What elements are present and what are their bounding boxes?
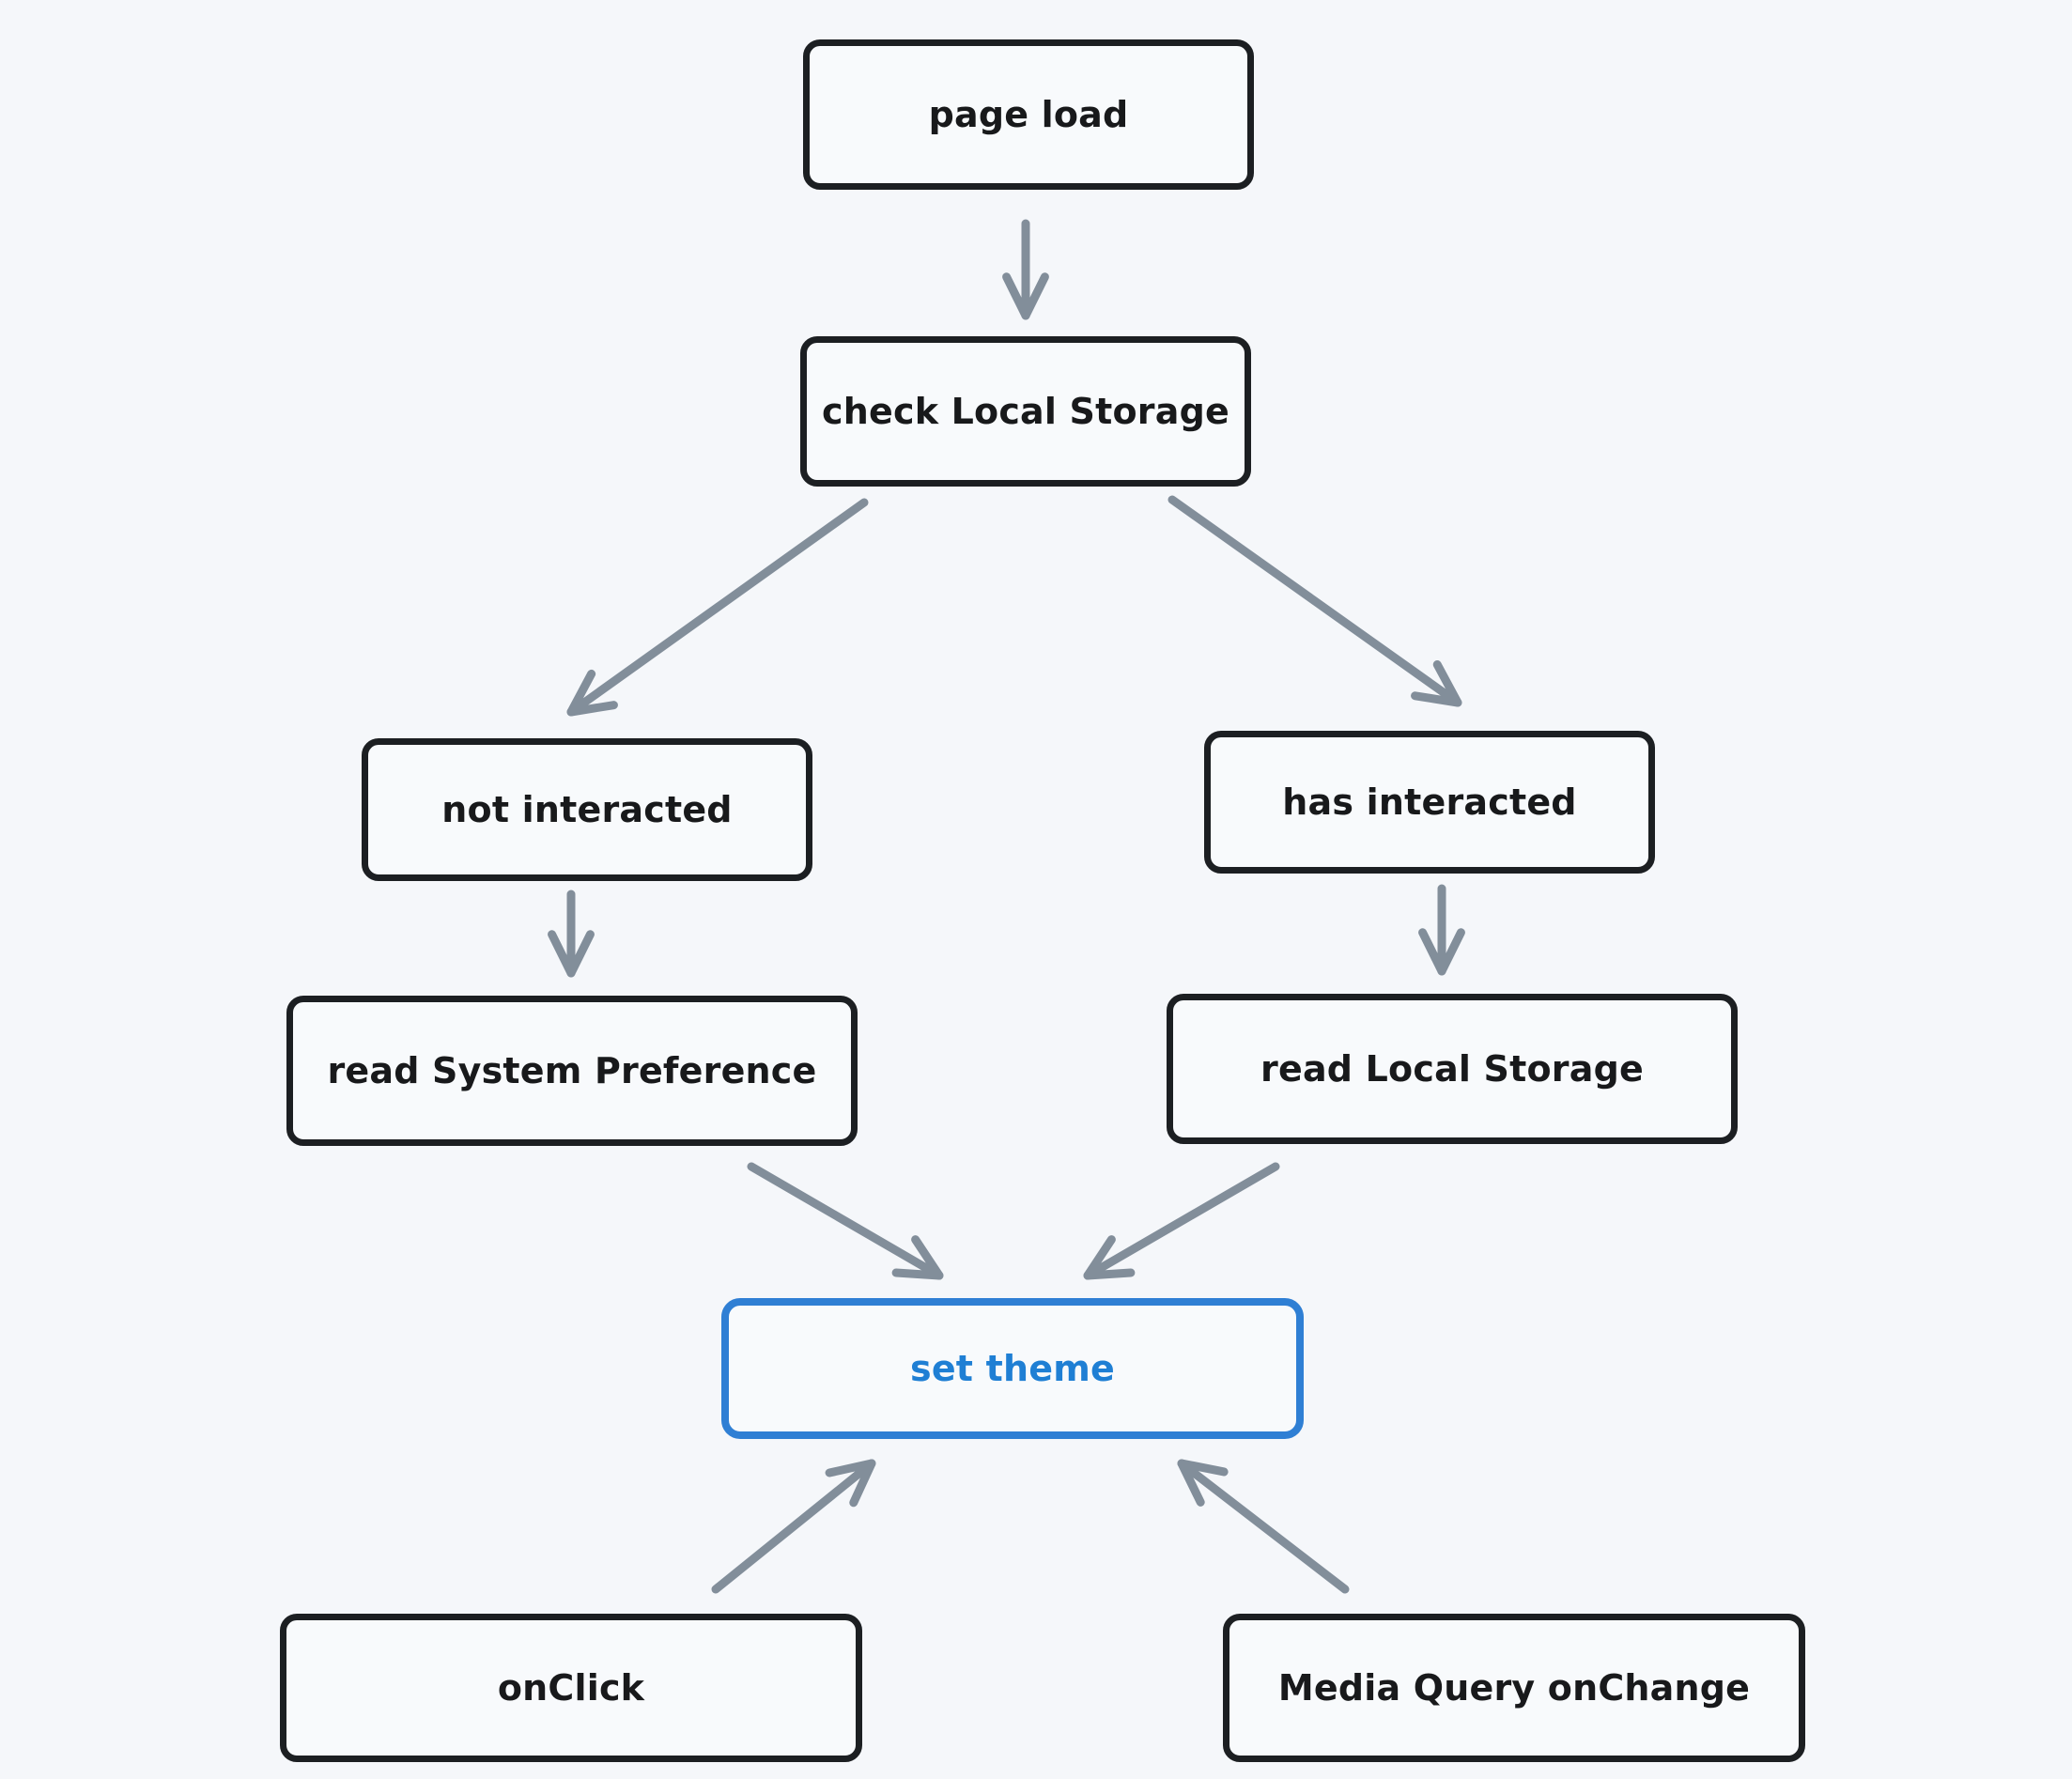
node-label: read Local Storage <box>1260 1048 1644 1090</box>
arrowhead-stroke-1 <box>566 930 595 978</box>
arrowhead-stroke-1 <box>825 1459 876 1477</box>
node-has-interacted[interactable]: has interacted <box>1204 731 1655 874</box>
edge-line <box>577 498 869 709</box>
edge-line <box>1167 495 1452 700</box>
edge-line <box>1094 1162 1280 1274</box>
edge-page-load-to-check-local-storage <box>1002 219 1049 320</box>
node-label: Media Query onChange <box>1277 1667 1751 1709</box>
edge-line <box>711 1467 866 1594</box>
node-label: not interacted <box>441 789 733 830</box>
edge-check-local-storage-to-not-interacted <box>566 498 869 717</box>
node-label: page load <box>928 94 1129 135</box>
arrowhead-stroke-0 <box>849 1459 876 1508</box>
node-page-load[interactable]: page load <box>803 39 1254 190</box>
arrowhead-stroke-1 <box>911 1235 944 1280</box>
edge-line <box>1187 1467 1350 1594</box>
arrowhead-stroke-0 <box>566 669 596 717</box>
arrowhead-stroke-1 <box>1432 659 1462 707</box>
node-media-query[interactable]: Media Query onChange <box>1223 1614 1805 1762</box>
node-read-local-storage[interactable]: read Local Storage <box>1167 994 1738 1144</box>
arrowhead-stroke-0 <box>1083 1235 1116 1280</box>
arrowhead-stroke-0 <box>891 1268 944 1280</box>
edge-check-local-storage-to-has-interacted <box>1167 495 1462 707</box>
edge-not-interacted-to-read-system-pref <box>548 890 595 978</box>
arrowhead-stroke-1 <box>566 701 618 717</box>
arrowhead-stroke-0 <box>548 930 576 978</box>
edge-media-query-to-set-theme <box>1177 1459 1350 1594</box>
edge-has-interacted-to-read-local-storage <box>1418 884 1465 976</box>
node-check-local-storage[interactable]: check Local Storage <box>800 336 1251 487</box>
arrowhead-stroke-0 <box>1177 1459 1229 1477</box>
edge-read-local-storage-to-set-theme <box>1083 1162 1280 1280</box>
arrowhead-stroke-0 <box>1411 691 1462 707</box>
node-set-theme[interactable]: set theme <box>721 1298 1304 1439</box>
arrowhead-stroke-1 <box>1177 1459 1205 1507</box>
edge-line <box>747 1162 933 1274</box>
arrowhead-stroke-0 <box>1418 928 1446 976</box>
node-label: has interacted <box>1282 781 1577 823</box>
edge-on-click-to-set-theme <box>711 1459 876 1594</box>
node-read-system-pref[interactable]: read System Preference <box>286 996 858 1146</box>
edge-read-system-pref-to-set-theme <box>747 1162 944 1280</box>
node-label: set theme <box>910 1348 1115 1389</box>
arrowhead-stroke-1 <box>1021 272 1049 320</box>
node-not-interacted[interactable]: not interacted <box>362 738 812 881</box>
node-label: onClick <box>497 1667 645 1709</box>
arrowhead-stroke-0 <box>1002 272 1030 320</box>
node-label: check Local Storage <box>822 391 1229 432</box>
arrowhead-stroke-1 <box>1083 1268 1136 1280</box>
node-label: read System Preference <box>327 1050 817 1091</box>
node-on-click[interactable]: onClick <box>280 1614 862 1762</box>
arrowhead-stroke-1 <box>1437 928 1465 976</box>
